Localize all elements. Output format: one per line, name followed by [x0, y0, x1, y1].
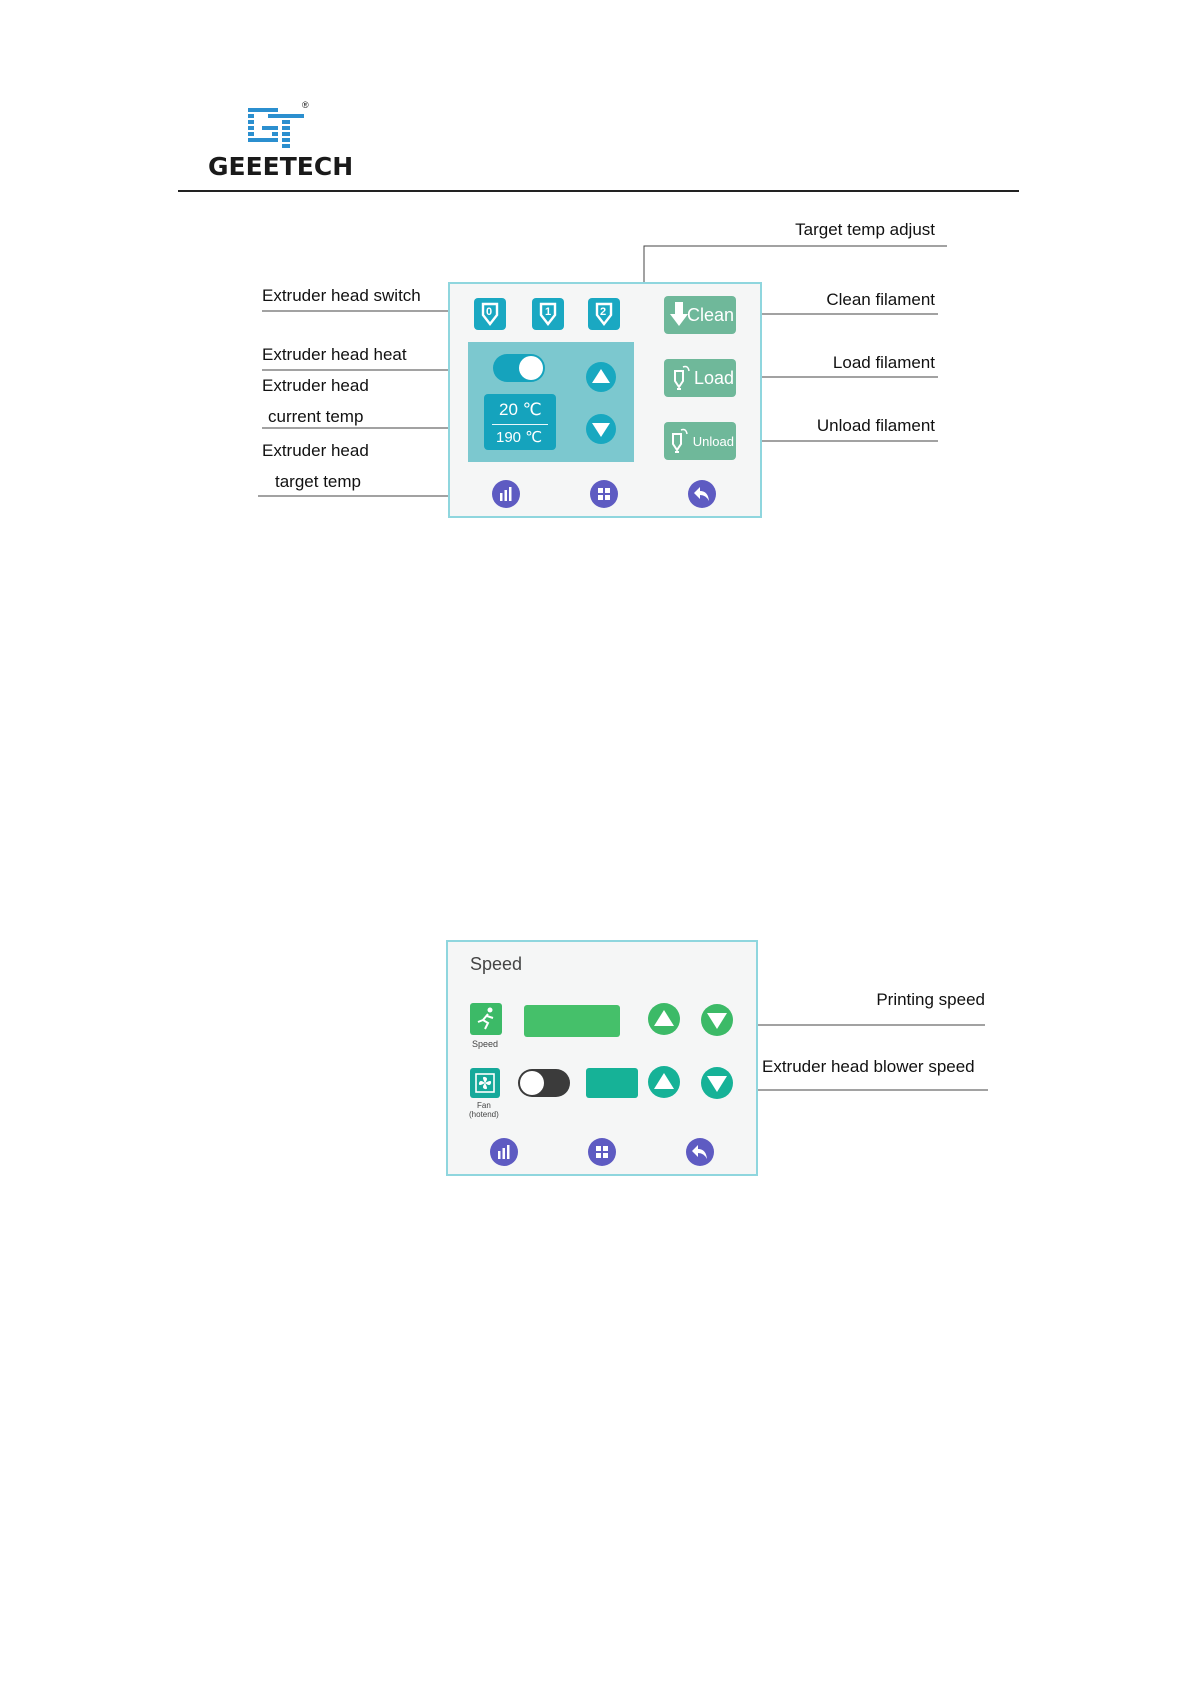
fan-icon-label-line1: Fan [477, 1101, 491, 1110]
fan-icon [470, 1068, 500, 1098]
label-printing-speed: Printing speed [876, 990, 985, 1010]
arrow-up-icon [648, 1003, 680, 1035]
label-current-temp-line1: Extruder head [262, 376, 369, 396]
unload-filament-icon [668, 426, 690, 456]
status-nav-button[interactable] [490, 1138, 518, 1166]
fan-icon-button[interactable] [470, 1068, 500, 1098]
label-unload-filament: Unload filament [817, 416, 935, 436]
target-temp-value: 190 ℃ [496, 428, 542, 446]
running-person-icon [470, 1003, 502, 1035]
clean-button-label: Clean [687, 305, 734, 326]
toggle-knob [520, 1071, 544, 1095]
extruder-control-panel: 0 1 2 20 ℃ 190 ℃ [448, 282, 762, 518]
arrow-down-icon [701, 1004, 733, 1036]
brand-logo: ® GEEETECH [208, 104, 348, 180]
load-filament-button[interactable]: Load [664, 359, 736, 397]
fan-icon-label-line2: (hotend) [469, 1110, 499, 1119]
arrow-down-icon [701, 1067, 733, 1099]
label-target-temp-line1: Extruder head [262, 441, 369, 461]
load-button-label: Load [694, 368, 734, 389]
arrow-up-icon [648, 1066, 680, 1098]
temperature-display: 20 ℃ 190 ℃ [484, 394, 556, 450]
fan-toggle[interactable] [518, 1069, 570, 1097]
current-temp-value: 20 ℃ [499, 400, 542, 420]
geeetech-logo-icon [246, 104, 310, 150]
printing-speed-value-field[interactable] [524, 1005, 620, 1037]
label-load-filament: Load filament [833, 353, 935, 373]
load-filament-icon [670, 363, 692, 393]
toggle-knob [519, 356, 543, 380]
menu-nav-button[interactable] [588, 1138, 616, 1166]
heating-control-area: 20 ℃ 190 ℃ [468, 342, 634, 462]
back-arrow-icon [686, 1138, 714, 1166]
printing-speed-up-button[interactable] [648, 1003, 680, 1035]
registered-mark: ® [302, 100, 309, 110]
extruder-0-button[interactable]: 0 [474, 298, 506, 330]
target-temp-up-button[interactable] [586, 362, 616, 392]
back-nav-button[interactable] [688, 480, 716, 508]
label-clean-filament: Clean filament [826, 290, 935, 310]
label-current-temp-line2: current temp [268, 407, 363, 427]
unload-button-label: Unload [693, 434, 734, 449]
extruder-2-label: 2 [600, 306, 606, 318]
menu-nav-button[interactable] [590, 480, 618, 508]
speed-panel-title: Speed [470, 954, 522, 975]
label-extruder-head-switch: Extruder head switch [262, 286, 421, 306]
speed-icon-label: Speed [472, 1039, 498, 1049]
back-nav-button[interactable] [686, 1138, 714, 1166]
status-nav-button[interactable] [492, 480, 520, 508]
back-arrow-icon [688, 480, 716, 508]
arrow-up-icon [586, 362, 616, 392]
extruder-1-button[interactable]: 1 [532, 298, 564, 330]
extruder-2-button[interactable]: 2 [588, 298, 620, 330]
speed-control-panel: Speed Speed Fan (hotend) [446, 940, 758, 1176]
target-temp-down-button[interactable] [586, 414, 616, 444]
label-target-temp-line2: target temp [275, 472, 361, 492]
extruder-0-label: 0 [486, 306, 492, 318]
fan-speed-down-button[interactable] [701, 1067, 733, 1099]
fan-speed-value-field[interactable] [586, 1068, 638, 1098]
temp-divider [492, 424, 548, 425]
brand-name: GEEETECH [208, 152, 353, 181]
label-extruder-head-heat: Extruder head heat [262, 345, 407, 365]
speed-icon-button[interactable] [470, 1003, 502, 1035]
unload-filament-button[interactable]: Unload [664, 422, 736, 460]
label-target-temp-adjust: Target temp adjust [795, 220, 935, 240]
grid-menu-icon [590, 480, 618, 508]
arrow-down-icon [586, 414, 616, 444]
grid-menu-icon [588, 1138, 616, 1166]
label-blower-speed: Extruder head blower speed [762, 1057, 975, 1077]
extruder-heat-toggle[interactable] [493, 354, 545, 382]
fan-speed-up-button[interactable] [648, 1066, 680, 1098]
clean-filament-button[interactable]: Clean [664, 296, 736, 334]
extruder-1-label: 1 [545, 306, 551, 318]
printing-speed-down-button[interactable] [701, 1004, 733, 1036]
bar-chart-icon [490, 1138, 518, 1166]
header-divider [178, 190, 1019, 192]
bar-chart-icon [492, 480, 520, 508]
